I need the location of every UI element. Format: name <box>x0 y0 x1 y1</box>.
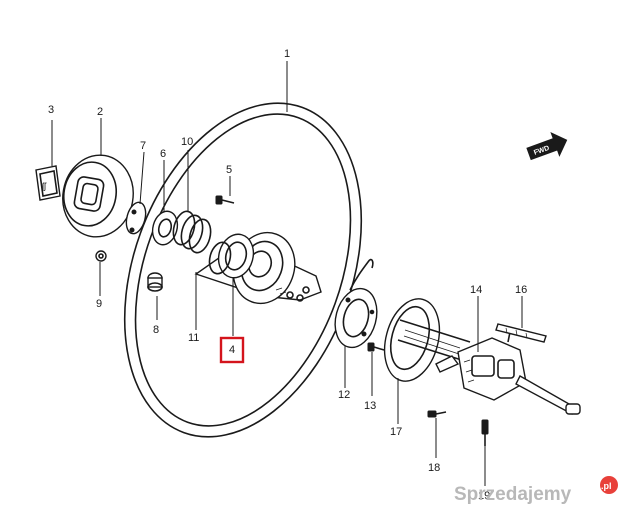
cancel-ring <box>151 210 179 246</box>
callout-labels: 1 2 3 4 5 6 7 8 9 10 11 12 13 14 16 17 1… <box>48 48 527 502</box>
callout-6: 6 <box>160 148 166 160</box>
callout-3: 3 <box>48 104 54 116</box>
callout-1: 1 <box>284 48 290 60</box>
combination-switch <box>435 331 581 415</box>
callout-10: 10 <box>181 136 193 148</box>
watermark-badge <box>600 476 618 494</box>
callout-5: 5 <box>226 164 232 176</box>
callout-4: 4 <box>229 344 235 356</box>
horn-pad <box>62 154 134 238</box>
bushing-part-8 <box>147 272 163 292</box>
callout-19: 19 <box>478 490 490 502</box>
callout-9: 9 <box>96 298 102 310</box>
callout-7: 7 <box>140 140 146 152</box>
highlight-box-callout-4 <box>219 336 245 364</box>
callout-8: 8 <box>153 324 159 336</box>
screw-part-18 <box>427 410 447 418</box>
screw-part-19 <box>481 419 489 446</box>
contact-plate-part-12 <box>334 287 378 349</box>
callout-2: 2 <box>97 106 103 118</box>
horn-wire <box>349 258 374 291</box>
column-cover <box>383 298 471 382</box>
screw-part-13 <box>367 342 385 352</box>
watermark-logo: Sprzedajemy .pl <box>454 476 618 505</box>
callout-16: 16 <box>515 284 527 296</box>
clip-part-16 <box>495 323 547 343</box>
callout-17: 17 <box>390 426 402 438</box>
forward-arrow-icon: FWD <box>526 131 568 161</box>
nut-part-9 <box>95 250 107 262</box>
wheel-hub <box>194 231 322 305</box>
emblem: ʃʃ <box>35 165 61 201</box>
screw-part-5 <box>215 195 235 205</box>
watermark-text: Sprzedajemy <box>454 484 572 505</box>
watermark-badge-text: .pl <box>601 481 612 491</box>
leader-lines <box>51 61 523 486</box>
callout-18: 18 <box>428 462 440 474</box>
callout-12: 12 <box>338 389 350 401</box>
retainer-ring <box>208 241 232 275</box>
callout-14: 14 <box>470 284 482 296</box>
callout-13: 13 <box>364 400 376 412</box>
callout-11: 11 <box>188 332 199 344</box>
svg-text:ʃʃ: ʃʃ <box>41 181 47 191</box>
